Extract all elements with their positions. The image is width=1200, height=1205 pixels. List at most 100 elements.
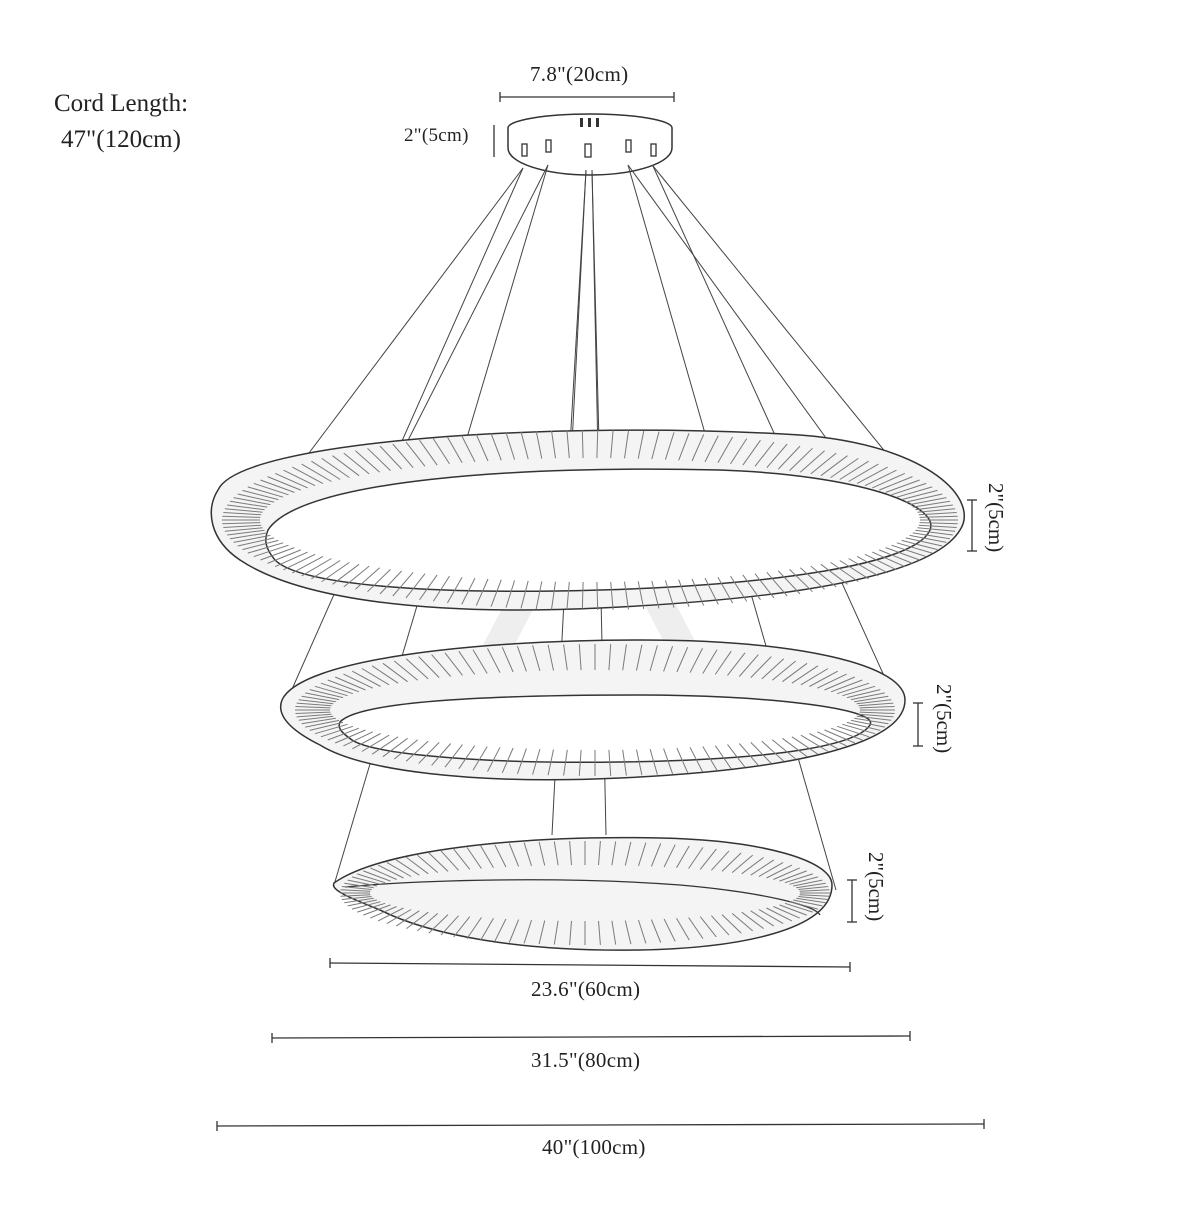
crystal-prism: [909, 497, 947, 506]
crystal-prism: [912, 532, 951, 540]
crystal-prism: [480, 845, 494, 868]
crystal-prism: [233, 497, 271, 506]
crystal-prism: [551, 581, 556, 610]
crystal-prism: [327, 679, 360, 693]
crystal-prism: [750, 742, 772, 764]
crystal-prism: [810, 452, 837, 475]
crystal-prism: [717, 436, 734, 464]
crystal-prism: [816, 731, 847, 747]
crystal-prism: [516, 646, 527, 672]
crystal-prism: [622, 749, 627, 776]
crystal-prism: [227, 504, 265, 511]
crystal-prism: [859, 706, 895, 709]
crystal-prism: [490, 579, 502, 607]
crystal-prism: [771, 739, 797, 760]
crystal-prism: [699, 848, 717, 870]
crystal-prism: [846, 721, 881, 731]
ring-middle: [279, 639, 906, 781]
crystal-prism: [717, 576, 734, 604]
crystal-prism: [274, 472, 308, 489]
crystal-prism: [836, 682, 870, 695]
crystal-prism: [691, 578, 705, 606]
crystal-prism: [335, 676, 366, 691]
ring-middle-height-label: 2"(5cm): [932, 684, 956, 754]
crystal-prism: [676, 918, 690, 941]
ring-top-height-label: 2"(5cm): [984, 483, 1008, 553]
crystal-prism: [395, 910, 420, 927]
crystal-prism: [799, 889, 830, 892]
crystal-prism: [523, 919, 532, 944]
crystal-prism: [351, 876, 381, 885]
crystal-prism: [581, 429, 584, 459]
crystal-prism: [793, 899, 823, 907]
crystal-prism: [440, 915, 459, 936]
crystal-prism: [347, 879, 377, 887]
crystal-prism: [777, 570, 801, 595]
crystal-prism: [771, 660, 797, 681]
crystal-prism: [446, 436, 463, 464]
crystal-prism: [622, 644, 627, 671]
crystal-prism: [678, 579, 690, 607]
crystal-prism: [688, 847, 704, 869]
crystal-prism: [721, 852, 742, 872]
crystal-prism: [382, 737, 408, 758]
crystal-prism: [260, 547, 295, 561]
crystal-prism: [223, 524, 262, 528]
crystal-prism: [649, 748, 658, 775]
crystal-prism: [830, 679, 863, 693]
crystal-prism: [298, 699, 334, 705]
crystal-prism: [229, 532, 268, 540]
crystal-prism: [872, 472, 906, 489]
crystal-prism: [731, 854, 754, 873]
crystal-prism: [292, 466, 324, 485]
crystal-prism: [578, 749, 582, 776]
crystal-prism: [392, 571, 414, 597]
crystal-prism: [295, 711, 331, 714]
crystal-prism: [547, 749, 554, 776]
crystal-prism: [850, 692, 885, 701]
crystal-prism: [332, 455, 360, 477]
crystal-prism: [340, 894, 371, 897]
crystal-prism: [253, 544, 289, 558]
crystal-prism: [295, 706, 331, 709]
crystal-prism: [858, 702, 894, 707]
crystal-prism: [905, 537, 943, 547]
crystal-prism: [382, 662, 408, 683]
crystal-prism: [816, 673, 847, 689]
crystal-prism: [624, 430, 629, 459]
crystal-prism: [664, 432, 675, 460]
crystal-prism: [419, 574, 438, 601]
crystal-prism: [799, 894, 830, 897]
crystal-prism: [321, 561, 350, 583]
crystal-prism: [431, 654, 452, 677]
crystal-prism: [891, 544, 927, 558]
crystal-prism: [784, 873, 813, 884]
crystal-prism: [919, 515, 958, 518]
crystal-prism: [466, 847, 482, 869]
crystal-prism: [444, 744, 463, 768]
crystal-prism: [789, 569, 813, 593]
crystal-prism: [461, 577, 476, 605]
crystal-prism: [761, 658, 785, 680]
crystal-prism: [311, 560, 341, 580]
crystal-prism: [830, 561, 859, 583]
crystal-prism: [547, 644, 554, 671]
crystal-prism: [824, 676, 855, 691]
crystal-prism: [260, 479, 295, 493]
crystal-prism: [842, 723, 876, 735]
crystal-prism: [419, 439, 438, 466]
crystal-prism: [896, 486, 933, 498]
crystal-prism: [611, 920, 617, 945]
crystal-prism: [283, 553, 316, 571]
crystal-prism: [309, 721, 344, 731]
crystal-prism: [727, 744, 746, 768]
crystal-prism: [416, 854, 439, 873]
crystal-prism: [431, 743, 452, 766]
crystal-prism: [472, 746, 488, 771]
crystal-prism: [793, 879, 823, 887]
crystal-prism: [428, 914, 449, 934]
crystal-prism: [836, 725, 870, 738]
crystal-prism: [782, 737, 808, 758]
crystal-prism: [750, 859, 775, 876]
